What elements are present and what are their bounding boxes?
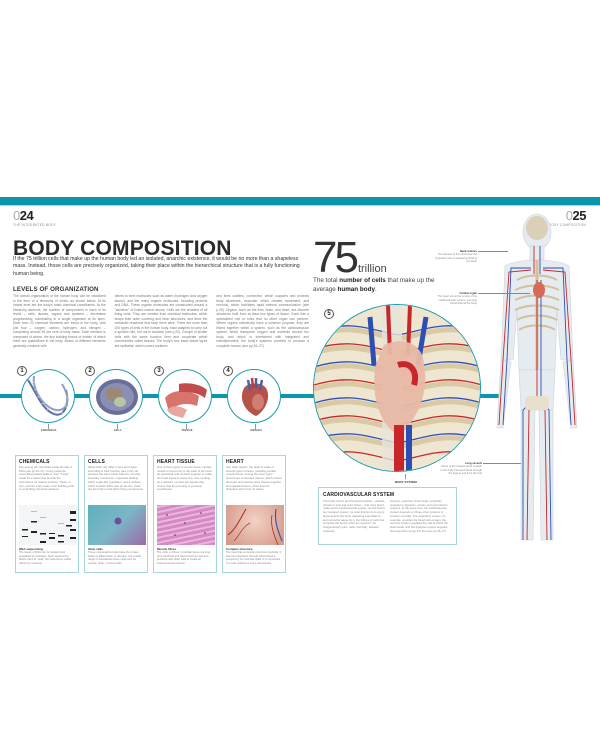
- card-caption-text: The cells, or fibres, in cardiac tissue …: [157, 551, 211, 565]
- card-caption-heading: Stem cells: [88, 547, 103, 551]
- level-badge-4: 4: [223, 366, 233, 376]
- level-label-cell: CELL: [113, 428, 123, 432]
- level-badge-2: 2: [85, 366, 95, 376]
- stat-number: 75: [313, 233, 359, 282]
- card-heart-tissue: HEART TISSUE One of three types of muscl…: [153, 455, 217, 573]
- heart-icon: [241, 377, 269, 416]
- card-text: Like other organs, the heart is made of …: [226, 466, 282, 492]
- card-caption-text: The bases of DNA can be isolated and sep…: [19, 551, 72, 565]
- level-badge-5: 5: [324, 309, 334, 319]
- card-heading: HEART TISSUE: [157, 459, 195, 465]
- folio-section: BODY COMPOSITION: [548, 223, 586, 227]
- card-caption-heading: Muscle fibres: [157, 547, 177, 551]
- cardiovascular-system-box: CARDIOVASCULAR SYSTEM The heart, blood, …: [318, 487, 457, 545]
- card-caption-heading: Complex structure: [226, 547, 253, 551]
- card-heading: CELLS: [88, 459, 105, 465]
- card-cells: CELLS While cells may differ in size and…: [84, 455, 148, 573]
- level-4-organ-circle: [227, 369, 281, 423]
- card-caption-text: These unspecialized cells have the uniqu…: [88, 551, 141, 565]
- level-label-chemical: CHEMICAL: [40, 428, 58, 432]
- annotation-leader-line: [478, 293, 530, 294]
- card-chemicals: CHEMICALS Key among the chemicals inside…: [15, 455, 79, 573]
- human-body-icon: [496, 213, 578, 541]
- annotation-leader-line: [478, 251, 508, 252]
- level-label-organ: ORGAN: [250, 428, 262, 432]
- heart-surface-image: [226, 505, 284, 545]
- page-number-left: 024 THE INTEGRATED BODY: [13, 208, 56, 227]
- folio-number: 24: [19, 208, 34, 223]
- page-number-right: 025 BODY COMPOSITION: [548, 208, 587, 227]
- label-tick: [117, 424, 118, 429]
- annotation-leader-line: [483, 463, 521, 464]
- cardiovascular-heading: CARDIOVASCULAR SYSTEM: [323, 492, 395, 498]
- muscle-tissue-icon: [165, 383, 207, 418]
- label-tick: [186, 424, 187, 429]
- dna-helix-icon: [27, 375, 69, 416]
- level-label-body-system: BODY SYSTEM: [395, 480, 417, 484]
- folio-number: 25: [572, 208, 587, 223]
- card-text: One of three types of muscle tissue, car…: [157, 466, 213, 492]
- body-column: The overall organization of the human bo…: [13, 294, 106, 348]
- cell-icon: [96, 379, 138, 415]
- body-column: and lines cavities; connective, which su…: [216, 294, 310, 348]
- folio-zero: 0: [565, 208, 573, 223]
- level-2-cell-circle: [89, 369, 143, 423]
- stat-unit: trillion: [357, 263, 387, 275]
- muscle-fibre-image: [157, 505, 215, 545]
- label-tick: [405, 474, 406, 479]
- ribcage-circulation-icon: [314, 305, 480, 471]
- level-label-tissue: TISSUE: [181, 428, 193, 432]
- card-caption-text: The heart has a complex structure intern…: [226, 551, 282, 565]
- folio-zero: 0: [13, 208, 20, 223]
- label-tick: [48, 424, 49, 429]
- level-1-chemical-circle: [21, 369, 75, 423]
- stem-cell-image: [88, 505, 146, 545]
- header-bar: [0, 197, 600, 205]
- label-tick: [255, 424, 256, 429]
- header-bar-rule: [0, 205, 600, 206]
- body-figure-circulation: [487, 210, 587, 555]
- body-column: others to form molecules such as water (…: [114, 294, 208, 348]
- level-5-body-system-circle: [313, 304, 481, 472]
- stat-caption: The total number of cells that make up t…: [313, 277, 435, 293]
- page-title: BODY COMPOSITION: [13, 237, 232, 260]
- levels-body-text: The overall organization of the human bo…: [13, 294, 309, 348]
- dna-gel-image: [19, 505, 77, 545]
- card-heading: CHEMICALS: [19, 459, 50, 465]
- level-badge-3: 3: [154, 366, 164, 376]
- card-text: While cells may differ in size and shape…: [88, 466, 144, 492]
- section-heading-levels: LEVELS OF ORGANIZATION: [13, 286, 99, 293]
- card-caption-heading: DNA sequencing: [19, 547, 43, 551]
- level-badge-1: 1: [17, 366, 27, 376]
- intro-paragraph: If the 75 trillion cells that make up th…: [13, 256, 300, 277]
- cardiovascular-col-1: The heart, blood, and the blood vessels …: [323, 499, 385, 533]
- card-heading: HEART: [226, 459, 244, 465]
- card-heart: HEART Like other organs, the heart is ma…: [222, 455, 286, 573]
- card-text: Key among the chemicals inside all cells…: [19, 466, 74, 492]
- cardiovascular-col-2: nervous, endocrine (hormonal), lymphatic…: [390, 499, 448, 533]
- folio-section: THE INTEGRATED BODY: [13, 223, 57, 227]
- level-connector-line-right: [478, 394, 500, 398]
- level-3-tissue-circle: [158, 369, 212, 423]
